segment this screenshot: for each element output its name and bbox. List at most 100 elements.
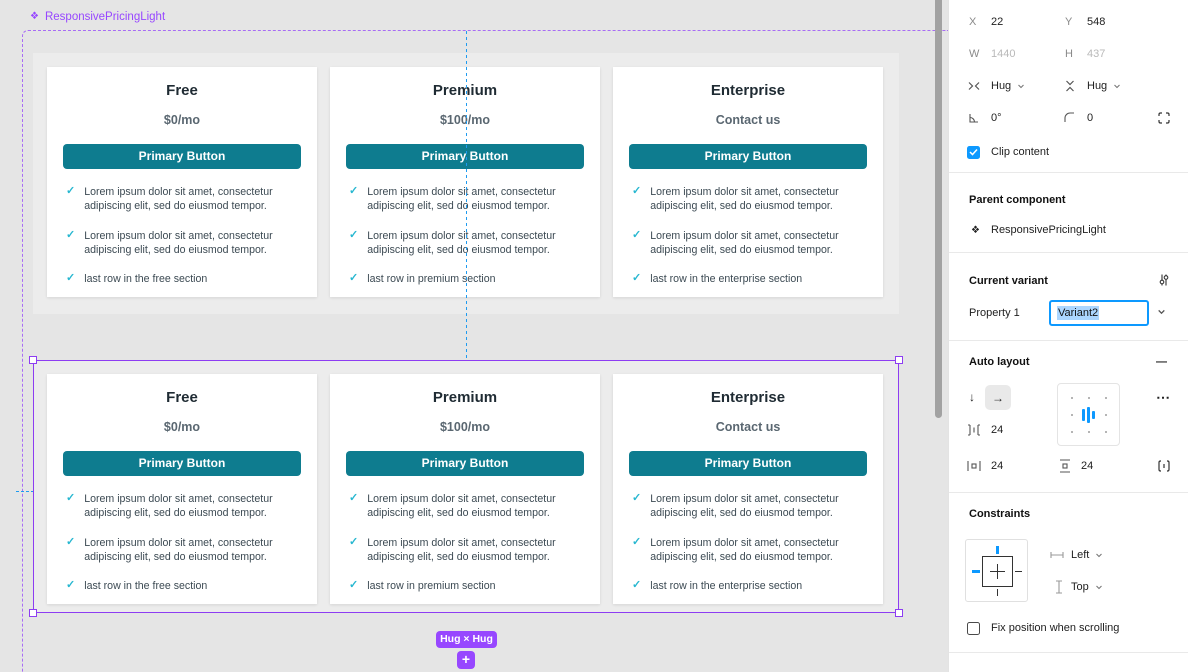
plus-icon: +: [461, 651, 471, 667]
check-icon: ✓: [66, 536, 76, 548]
alignment-widget[interactable]: [1057, 383, 1120, 446]
feature-text: last row in the free section: [84, 273, 208, 285]
feature-text: Lorem ipsum dolor sit amet, consectetur …: [367, 230, 556, 256]
fix-position-checkbox[interactable]: [967, 621, 980, 635]
variant-settings-icon[interactable]: [1156, 272, 1172, 288]
item-spacing-input[interactable]: 24: [991, 424, 1004, 436]
resize-handle-bottom-right[interactable]: [895, 609, 903, 617]
primary-button[interactable]: Primary Button: [63, 144, 301, 169]
feature-text: Lorem ipsum dolor sit amet, consectetur …: [84, 230, 273, 256]
check-icon: ✓: [632, 579, 642, 591]
feature-text: last row in premium section: [367, 580, 496, 592]
feature-text: Lorem ipsum dolor sit amet, consectetur …: [84, 186, 273, 212]
corner-radius-icon: [1064, 112, 1074, 122]
chevron-down-icon[interactable]: [1017, 82, 1025, 90]
constraint-top-tick[interactable]: [996, 546, 999, 554]
pricing-card-free[interactable]: Free $0/mo Primary Button ✓ Lorem ipsum …: [47, 374, 317, 604]
check-icon: ✓: [349, 272, 359, 284]
component-set-label[interactable]: ❖ ResponsivePricingLight: [30, 10, 165, 24]
check-icon: ✓: [349, 492, 359, 504]
add-variant-button[interactable]: +: [457, 651, 475, 669]
align-bar: [1092, 411, 1095, 419]
check-icon: ✓: [632, 229, 642, 241]
constraint-right-tick[interactable]: [1015, 571, 1022, 573]
check-icon: ✓: [66, 229, 76, 241]
independent-padding-icon[interactable]: [1156, 458, 1172, 474]
vertical-padding-icon: [1060, 459, 1070, 473]
horizontal-constraint-select[interactable]: Left: [1071, 549, 1090, 561]
corner-radius-input[interactable]: 0: [1087, 112, 1094, 124]
feature-item: ✓ last row in the enterprise section: [632, 579, 875, 593]
card-price: Contact us: [715, 113, 781, 127]
chevron-down-icon[interactable]: [1095, 551, 1103, 559]
rotation-input[interactable]: 0°: [991, 112, 1002, 124]
card-price: $0/mo: [163, 113, 201, 127]
card-title: Free: [166, 389, 198, 406]
vertical-padding-input[interactable]: 24: [1081, 460, 1094, 472]
feature-item: ✓ Lorem ipsum dolor sit amet, consectetu…: [632, 229, 875, 257]
remove-auto-layout-button[interactable]: —: [1156, 356, 1167, 368]
feature-text: last row in the enterprise section: [650, 580, 803, 592]
pricing-card-free[interactable]: Free $0/mo Primary Button ✓ Lorem ipsum …: [47, 67, 317, 297]
primary-button[interactable]: Primary Button: [63, 451, 301, 476]
feature-text: Lorem ipsum dolor sit amet, consectetur …: [84, 537, 273, 563]
width-input[interactable]: 1440: [991, 48, 1016, 60]
check-icon: ✓: [66, 272, 76, 284]
resize-handle-top-right[interactable]: [895, 356, 903, 364]
constraint-left-tick[interactable]: [972, 570, 980, 573]
feature-item: ✓ Lorem ipsum dolor sit amet, consectetu…: [632, 536, 875, 564]
check-icon: ✓: [66, 492, 76, 504]
height-input[interactable]: 437: [1087, 48, 1106, 60]
x-label: X: [969, 16, 977, 28]
primary-button[interactable]: Primary Button: [629, 451, 867, 476]
x-input[interactable]: 22: [991, 16, 1004, 28]
y-input[interactable]: 548: [1087, 16, 1106, 28]
horizontal-sizing-select[interactable]: Hug: [991, 80, 1012, 92]
chevron-down-icon[interactable]: [1095, 583, 1103, 591]
selection-size-badge: Hug × Hug: [436, 631, 497, 648]
pricing-card-enterprise[interactable]: Enterprise Contact us Primary Button ✓ L…: [613, 374, 883, 604]
align-bar: [1082, 409, 1085, 421]
fix-position-label: Fix position when scrolling: [991, 622, 1120, 634]
feature-text: last row in the free section: [84, 580, 208, 592]
design-canvas[interactable]: ❖ ResponsivePricingLight Free $0/mo Prim…: [0, 0, 948, 672]
auto-layout-more-options-button[interactable]: ⋯: [1156, 388, 1170, 405]
canvas-scrollbar[interactable]: [935, 0, 942, 418]
feature-item: ✓ Lorem ipsum dolor sit amet, consectetu…: [66, 229, 309, 257]
check-icon: ✓: [349, 579, 359, 591]
pricing-card-enterprise[interactable]: Enterprise Contact us Primary Button ✓ L…: [613, 67, 883, 297]
chevron-down-icon[interactable]: [1113, 82, 1121, 90]
clip-content-checkbox[interactable]: [967, 145, 980, 159]
feature-text: Lorem ipsum dolor sit amet, consectetur …: [650, 186, 839, 212]
independent-corners-icon[interactable]: [1156, 110, 1172, 126]
check-icon: ✓: [632, 272, 642, 284]
feature-text: Lorem ipsum dolor sit amet, consectetur …: [650, 537, 839, 563]
vertical-constraint-select[interactable]: Top: [1071, 581, 1089, 593]
layout-direction-horizontal-selected[interactable]: →: [985, 385, 1011, 410]
feature-item: ✓ last row in the enterprise section: [632, 272, 875, 286]
resize-handle-top-left[interactable]: [29, 356, 37, 364]
feature-text: last row in premium section: [367, 273, 496, 285]
card-title: Enterprise: [710, 389, 786, 406]
horizontal-padding-input[interactable]: 24: [991, 460, 1004, 472]
variant-2-frame[interactable]: Free $0/mo Primary Button ✓ Lorem ipsum …: [33, 360, 899, 613]
primary-button[interactable]: Primary Button: [346, 451, 584, 476]
parent-component-name[interactable]: ResponsivePricingLight: [991, 224, 1106, 236]
pricing-card-premium[interactable]: Premium $100/mo Primary Button ✓ Lorem i…: [330, 374, 600, 604]
constraint-bottom-tick[interactable]: [997, 589, 999, 596]
pricing-card-premium[interactable]: Premium $100/mo Primary Button ✓ Lorem i…: [330, 67, 600, 297]
alignment-guide-vertical: [466, 31, 467, 360]
horizontal-padding-icon: [967, 461, 981, 471]
vertical-sizing-select[interactable]: Hug: [1087, 80, 1108, 92]
resize-handle-bottom-left[interactable]: [29, 609, 37, 617]
component-set-dashed-border: [22, 30, 948, 672]
primary-button[interactable]: Primary Button: [629, 144, 867, 169]
item-spacing-icon: [968, 424, 980, 436]
feature-item: ✓ last row in the free section: [66, 272, 309, 286]
primary-button[interactable]: Primary Button: [346, 144, 584, 169]
chevron-down-icon[interactable]: [1157, 307, 1166, 319]
check-icon: ✓: [349, 536, 359, 548]
constraints-widget[interactable]: [965, 539, 1028, 602]
variant-value-input[interactable]: Variant2: [1049, 300, 1149, 326]
layout-direction-vertical-icon[interactable]: ↓: [969, 390, 975, 404]
